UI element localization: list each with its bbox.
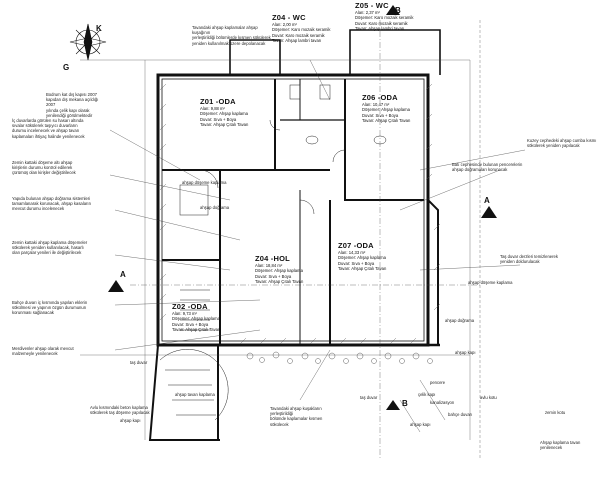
tag-label: pencere [430, 380, 446, 385]
room-z05-wc: Z05 - WC Alan: 2,37 m² Döşemer: Karo moz… [355, 1, 414, 32]
tag-label: kanalizasyon [430, 400, 455, 405]
section-b-top: B [395, 6, 401, 15]
interior-walls [162, 79, 424, 345]
tag-label: ahşap kapı [120, 418, 141, 423]
annotation-note: Tavandaki ahşap kuşakların yerleştirildi… [270, 406, 323, 427]
room-z04-wc: Z04 - WC Alan: 2,00 m² Döşemer: Karo moz… [272, 13, 331, 44]
section-a-left: A [120, 270, 126, 279]
tag-label: zemin kotu [545, 410, 566, 415]
doors-fixtures [159, 84, 387, 421]
room-z02: Z02 -ODA Alan: 9,73 m² Döşemer: Ahşap ka… [172, 302, 221, 333]
room-z06: Z06 -ODA Alan: 10,47 m² Döşemer: Ahşap k… [362, 93, 411, 124]
tag-label: çelik kapı [418, 392, 436, 397]
room-z01: Z01 -ODA Alan: 9,88 m² Döşemer: Ahşap ka… [200, 97, 249, 128]
tag-label: ahşap kapı [410, 422, 431, 427]
tag-label: ahşap doğrama [445, 318, 475, 323]
leader-lines [109, 59, 526, 433]
dimension-lines [80, 20, 481, 460]
annotation-note: Zemin kattaki döşeme altı ahşap kirişler… [12, 160, 76, 176]
tag-label: avlu kotu [480, 395, 497, 400]
wall-hatching [159, 83, 441, 345]
section-a-right: A [484, 196, 490, 205]
annotation-note: Taş duvar derzleri temizlenerek yeniden … [500, 254, 558, 265]
annotation-note: İç duvarlarda görülen su hasarı altında … [12, 118, 85, 139]
tag-label: ahşap döşeme kaplama [182, 180, 227, 185]
section-markers [108, 5, 497, 410]
exterior-walls [148, 29, 441, 441]
annotation-note: Bahçe duvarı iç kısmında yapılan eklerin… [12, 300, 88, 316]
annotation-note: Yapıda bulunan ahşap doğrama sistemleri … [12, 196, 91, 212]
annotation-note: Avlu kısmındaki beton kaplama sökülerek … [90, 405, 150, 416]
annotation-note: Kuzey cephedeki ahşap cumba kısmı söküle… [527, 138, 597, 149]
compass-north-label: K [96, 24, 102, 33]
tag-label: ahşap kapı [455, 350, 476, 355]
annotation-note: Tavandaki ahşap kaplamalar ahşap kuşağın… [192, 25, 271, 46]
room-z07: Z07 -ODA Alan: 14,33 m² Döşemer: Ahşap k… [338, 241, 387, 272]
compass-south-label: G [63, 63, 70, 72]
tag-label: taş duvar [360, 395, 378, 400]
annotation-note: Batı cephesinde bulunan pencerelerin ahş… [452, 162, 523, 173]
tag-label: taş duvar [130, 360, 148, 365]
gravel-pattern [246, 351, 433, 364]
annotation-note: Merdivenler ahşap olarak mevcut malzemey… [12, 346, 74, 357]
annotation-note: Zemin kattaki ahşap kaplama döşemeler sö… [12, 240, 88, 256]
tag-label: ahşap döşeme kaplama [468, 280, 513, 285]
room-z04-hol: Z04 -HOL Alan: 18,84 m² Döşemer: Ahşap k… [255, 254, 304, 285]
section-b-bottom: B [402, 399, 408, 408]
tag-label: bahçe duvarı [448, 412, 473, 417]
tag-label: ahşap doğrama [200, 205, 230, 210]
tag-label: ahşap tavan kaplama [175, 392, 215, 397]
annotation-note: Bodrum kat dış kapısı 2007 kapıdan dış m… [46, 92, 99, 118]
annotation-note: Ahşap kaplama tavan yenilenecek [540, 440, 581, 451]
north-arrow-icon [69, 23, 107, 61]
